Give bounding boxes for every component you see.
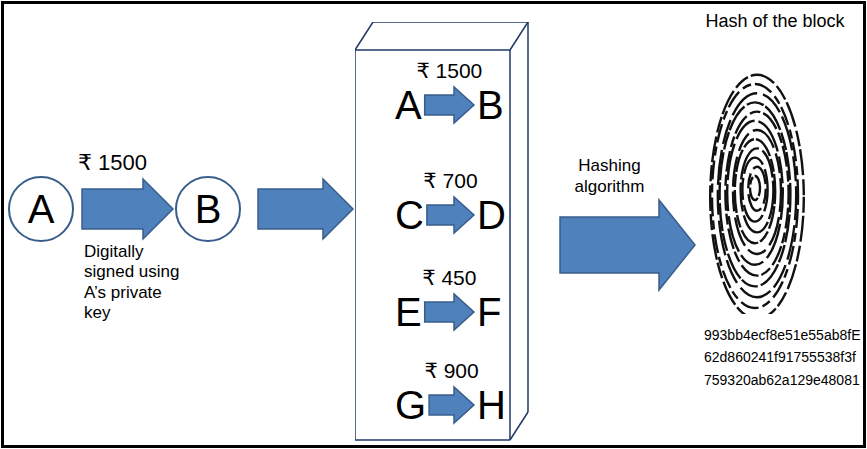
block-arrow — [427, 197, 474, 233]
fingerprint-ridge — [727, 121, 783, 265]
prism-edge — [527, 22, 529, 412]
prism-edge — [509, 50, 511, 440]
prism-edge — [355, 22, 373, 50]
party-name: E — [395, 290, 422, 334]
party-letter: D — [477, 193, 506, 237]
party-name: A — [395, 83, 422, 127]
party-circle: A — [8, 176, 74, 242]
fingerprint-ridge — [748, 167, 766, 211]
block-arrow — [429, 387, 474, 423]
party-name: A — [28, 187, 55, 231]
party-letter: B — [477, 83, 504, 127]
block-arrow — [425, 87, 474, 123]
fingerprint-ridge — [741, 148, 774, 232]
hash-value: 993bb4ecf8e51e55ab8fE 62d860241f91755538… — [704, 324, 862, 391]
party-letter: G — [395, 383, 426, 427]
fingerprint-ridge — [735, 139, 775, 243]
party-letter: C — [395, 193, 424, 237]
party-name: B — [477, 83, 504, 127]
prism-edge — [355, 49, 510, 51]
block-arrow — [82, 179, 173, 239]
prism-edge — [510, 412, 528, 440]
party-name: C — [395, 193, 424, 237]
hash-heading: Hash of the block — [700, 10, 850, 33]
party-name: F — [477, 290, 501, 334]
fingerprint-ridge — [710, 75, 804, 314]
prism-edge — [373, 22, 528, 23]
amount-label: ₹ 450 — [422, 265, 476, 291]
signature-note: Digitally signed using A’s private key — [84, 242, 190, 324]
fingerprint-ridge — [725, 112, 788, 276]
party-name: G — [395, 383, 426, 427]
block-arrow — [560, 200, 695, 290]
fingerprint-ridge — [742, 158, 767, 222]
algorithm-label: Hashing algorithm — [568, 155, 652, 198]
block-arrow — [425, 294, 474, 330]
amount-label: ₹ 700 — [423, 168, 477, 194]
fingerprint-ridge — [750, 176, 760, 200]
fingerprint-ridge — [733, 130, 781, 254]
party-letter: H — [477, 383, 506, 427]
party-letter: E — [395, 290, 422, 334]
prism-edge — [355, 439, 510, 441]
fingerprint-illustration — [706, 56, 806, 314]
party-name: D — [477, 193, 506, 237]
party-letter: F — [477, 290, 501, 334]
party-circle: B — [175, 176, 241, 242]
party-letter: A — [395, 83, 422, 127]
amount-label: ₹ 1500 — [416, 58, 482, 84]
prism-edge — [355, 50, 356, 440]
party-name: H — [477, 383, 506, 427]
prism-edge — [510, 22, 528, 50]
amount-label: ₹ 900 — [424, 358, 478, 384]
fingerprint-ridge — [718, 93, 796, 297]
amount-label: ₹ 1500 — [78, 149, 147, 177]
party-name: B — [195, 187, 222, 231]
block-hash: Hash of the block 993bb4ecf8e51e55ab8fE 6… — [700, 6, 865, 406]
block-arrow — [258, 179, 353, 239]
fingerprint-ridge — [712, 84, 798, 308]
fingerprint-ridge — [720, 102, 791, 286]
